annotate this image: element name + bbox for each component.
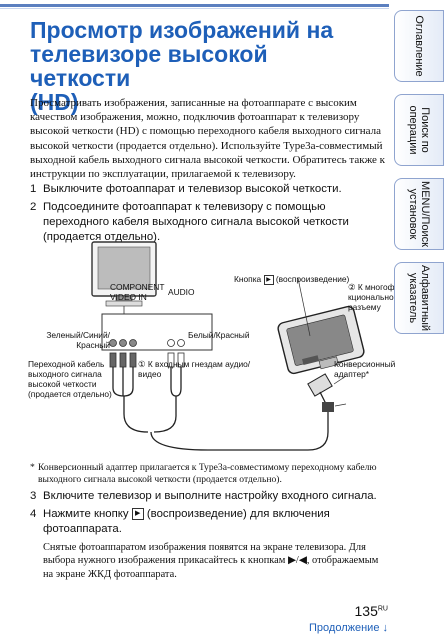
label-line: адаптер* [334,369,370,379]
step-number: 1 [30,183,37,195]
label-line: (продается отдельно) [28,389,112,399]
tab-label: Оглавление [413,15,425,77]
tab-search-by-operation[interactable]: Поиск по операции [394,94,444,166]
step-number: 4 [30,508,37,520]
label-line: кциональному [348,292,404,302]
page-number: 135RU [355,603,388,619]
step-number: 2 [30,201,37,213]
white-red-label: Белый/Красный [188,330,250,340]
label-line: Конверсионный [334,359,396,369]
tab-label: Поиск по операции [407,105,431,155]
title-line: (HD) [30,89,79,115]
component-label: COMPONENT VIDEO IN [110,282,164,302]
step-4-note: Снятые фотоаппаратом изображения появятс… [43,542,379,580]
page-title: Просмотр изображений на телевизоре высок… [30,18,370,114]
connection-diagram: COMPONENT VIDEO IN AUDIO Кнопка ▶ (воспр… [28,236,406,460]
label-line: Зеленый/Синий/ [46,330,110,340]
tv-icon [91,241,157,307]
label-line: Красный [76,340,110,350]
tab-label: Алфавитный указатель [407,265,431,332]
tab-label: MENU/Поиск установок [407,181,431,247]
step-number: 3 [30,490,37,502]
multi-connector-label: ② К многофун- кциональному разъему [348,282,406,312]
component-label-line: COMPONENT [110,282,165,292]
conversion-adapter-label: Конверсионный адаптер* [334,359,395,379]
intro-paragraph: Просматривать изображения, записанные на… [30,97,385,181]
step-text: Выключите фотоаппарат и телевизор высоко… [43,183,342,195]
footnote-mark: * [30,462,35,473]
label-line: разъему [348,302,381,312]
tab-alphabetical-index[interactable]: Алфавитный указатель [394,262,444,334]
footnote-text: Конверсионный адаптер прилагается к Type… [38,462,377,486]
component-label-line: VIDEO IN [110,292,147,302]
label-line: высокой четкости [28,379,97,389]
step-text: Нажмите кнопку ▶ (воспроизведение) для в… [30,507,390,537]
step-2: 2 Подсоедините фотоаппарат к телевизору … [30,200,390,245]
rca-plugs [109,352,185,368]
hd-cable-label: Переходной кабель выходного сигнала высо… [28,359,112,399]
playback-label-part: (воспроизведение) [273,274,350,284]
label-line: ① К входным гнездам аудио/ [138,359,251,369]
step-1: 1 Выключите фотоаппарат и телевизор высо… [30,182,390,197]
page-number-value: 135 [354,603,378,619]
hd-cable [112,367,329,451]
continued-link[interactable]: Продолжение ↓ [309,622,388,634]
audio-video-inputs-label: ① К входным гнездам аудио/ видео [138,359,250,379]
step-3: 3 Включите телевизор и выполните настрой… [30,489,390,504]
label-line: видео [138,369,162,379]
label-line: выходного сигнала [28,369,102,379]
green-blue-red-label: Зеленый/Синий/ Красный [28,330,110,350]
title-line: телевизоре высокой четкости [30,41,268,91]
header-rule [0,4,389,7]
play-icon: ▶ [131,507,144,520]
title-line: Просмотр изображений на [30,17,334,43]
page-suffix: RU [377,605,388,613]
footnote: * Конверсионный адаптер прилагается к Ty… [30,462,388,487]
playback-button-label: Кнопка ▶ (воспроизведение) [234,274,349,285]
tab-contents[interactable]: Оглавление [394,10,444,82]
playback-label-part: Кнопка [234,274,264,284]
play-icon: ▶ [263,274,274,285]
tab-menu-settings-search[interactable]: MENU/Поиск установок [394,178,444,250]
audio-label: AUDIO [168,287,195,297]
label-line: Переходной кабель [28,359,105,369]
camera-icon [277,305,365,375]
step-text-part: Нажмите кнопку [43,508,132,520]
label-line: ② К многофун- [348,282,407,292]
tv-input-panel [101,313,213,351]
diagram-svg [91,241,365,451]
conversion-adapter-icon [307,373,334,412]
step-text: Подсоедините фотоаппарат к телевизору с … [43,201,349,243]
step-text: Включите телевизор и выполните настройку… [43,490,377,502]
header-rule-thin [0,8,389,9]
step-4: 4 Нажмите кнопку ▶ (воспроизведение) для… [30,507,390,537]
step-text-part: (воспроизведение) для включения фотоаппа… [43,508,330,535]
